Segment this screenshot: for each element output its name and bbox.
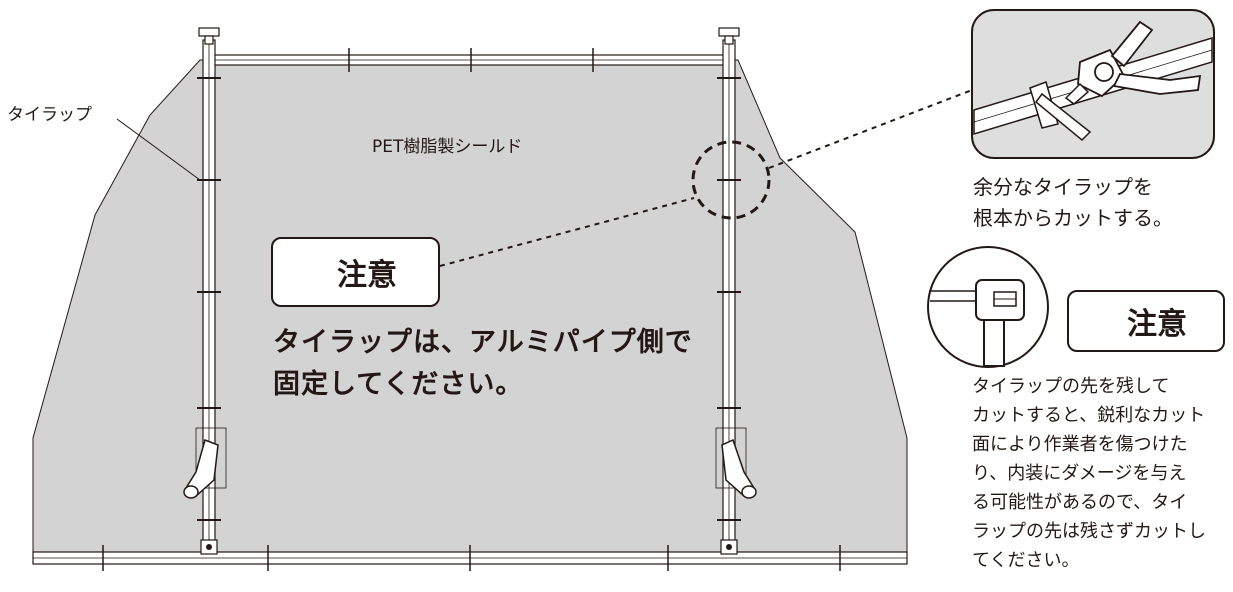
- caution-side-line: り、内装にダメージを与え: [972, 463, 1187, 484]
- bottom-aluminum-bar: [32, 545, 908, 571]
- caution-side-line: タイラップの先を残して: [972, 376, 1170, 397]
- caution-side-line: ラップの先は残さずカットし: [972, 521, 1206, 542]
- caution-side-line: カットすると、鋭利なカット: [972, 405, 1206, 426]
- left-aluminum-pole: [183, 27, 227, 555]
- tie-wrap-leader-line: [116, 118, 201, 181]
- caution-leader-line: [439, 197, 695, 267]
- caution-title: 注意: [337, 258, 397, 293]
- caution-side-line: る可能性があるので、タイ: [972, 492, 1188, 513]
- right-aluminum-pole: [715, 27, 757, 555]
- detail-leader-line: [768, 89, 973, 169]
- caution-box-side: 注意: [1067, 290, 1225, 352]
- pet-shield-label: PET樹脂製シールド: [372, 137, 523, 157]
- nipper-cutting-illustration: [971, 9, 1215, 159]
- highlight-circle: [691, 140, 771, 220]
- tie-wrap-label: タイラップ: [7, 105, 92, 125]
- cut-instruction: 余分なタイラップを 根本からカットする。: [973, 175, 1173, 230]
- tie-wrap-head-illustration: [927, 246, 1049, 368]
- caution-side-line: てください。: [972, 550, 1080, 571]
- caution-side-text: タイラップの先を残して カットすると、鋭利なカット 面により作業者を傷つけた り…: [972, 372, 1206, 575]
- caution-side-line: 面により作業者を傷つけた: [972, 434, 1188, 455]
- caution-box-main: 注意: [271, 237, 440, 307]
- caution-main-text: タイラップは、アルミパイプ側で 固定してください。: [273, 327, 693, 400]
- caution-title-side: 注意: [1127, 307, 1187, 342]
